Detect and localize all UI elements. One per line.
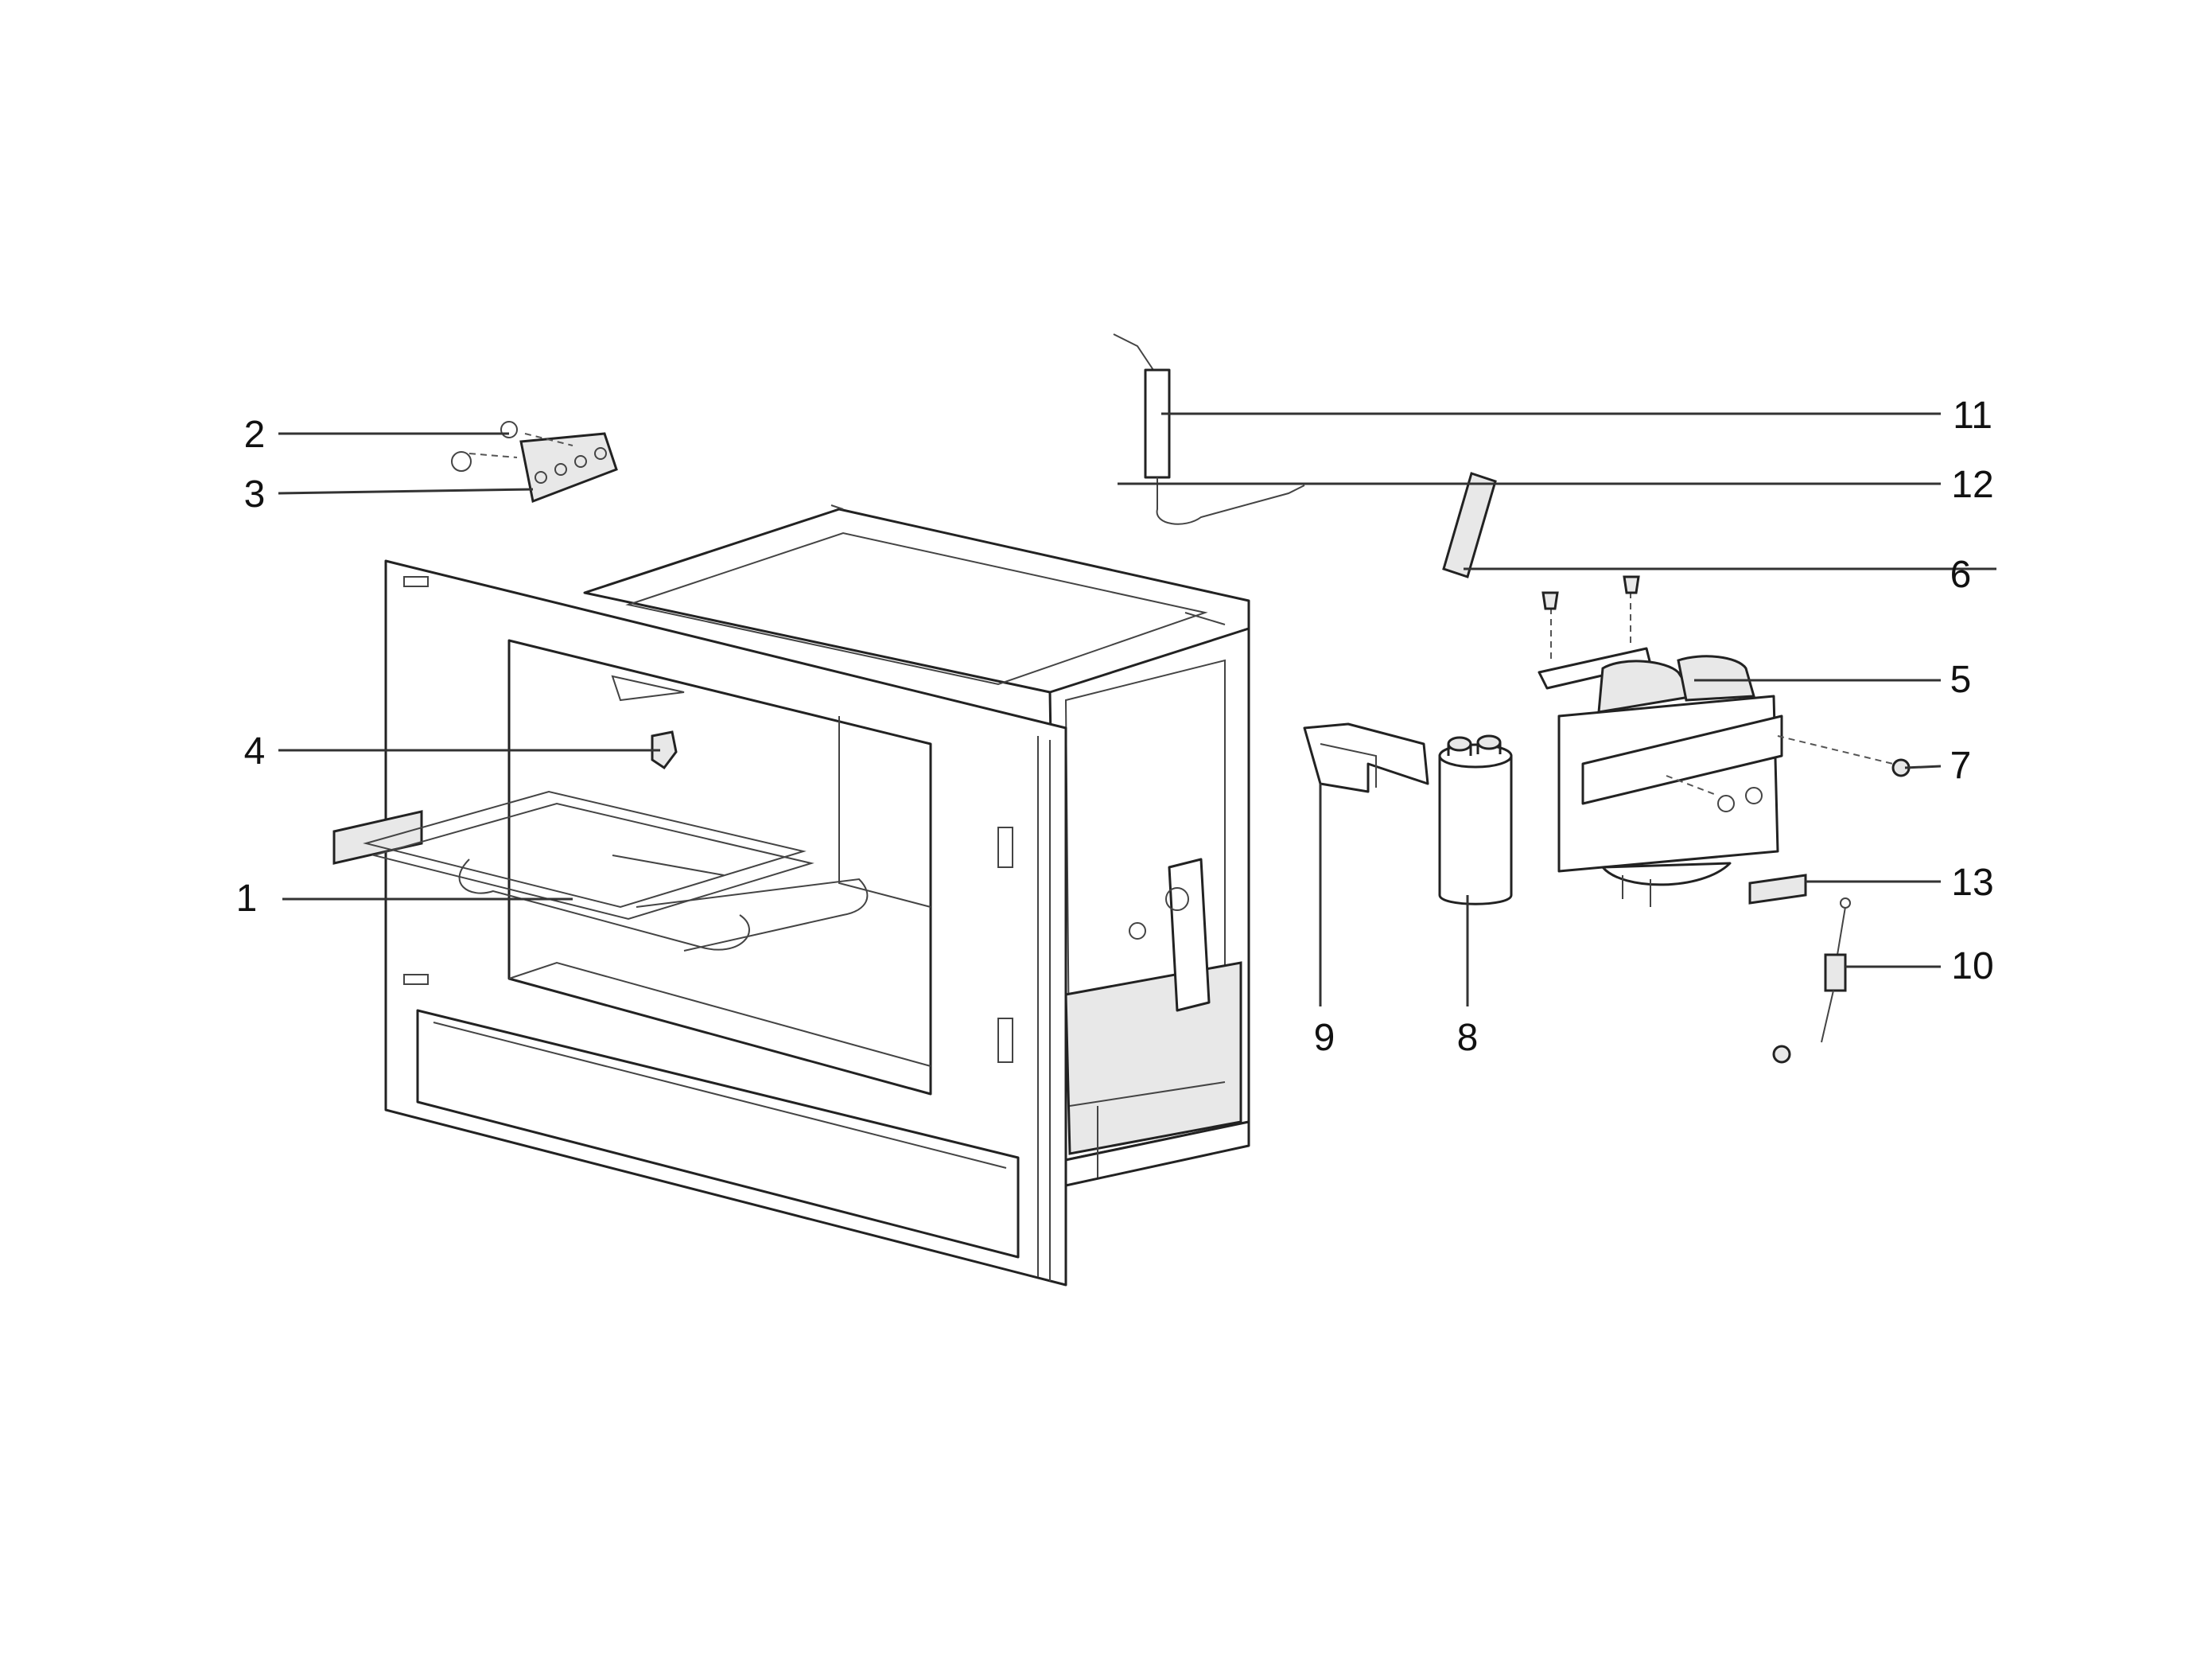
callout-8: 8 <box>1457 1017 1479 1059</box>
callout-10: 10 <box>1951 945 1993 987</box>
grill-heater-part <box>332 790 869 952</box>
callout-7: 7 <box>1950 745 1972 787</box>
callout-3: 3 <box>244 473 266 516</box>
callout-2: 2 <box>244 414 266 456</box>
callout-6: 6 <box>1950 554 1972 596</box>
terminal-block-part <box>451 421 618 504</box>
clip-part <box>651 730 678 770</box>
callout-labels: 1 2 3 4 5 6 7 8 9 10 11 12 13 <box>236 395 1994 1059</box>
magnetron-lead-part <box>1113 333 1305 525</box>
oven-cavity-assembly <box>384 504 1250 1287</box>
leader-lines <box>278 412 1996 1006</box>
callout-1: 1 <box>236 878 258 920</box>
callout-12: 12 <box>1951 464 1993 506</box>
thermal-fuse-part <box>1772 897 1851 1064</box>
transformer-part <box>1538 575 1894 907</box>
capacitor-part <box>1438 734 1513 905</box>
callout-9: 9 <box>1314 1017 1335 1059</box>
callout-13: 13 <box>1951 862 1993 904</box>
diode-part <box>1442 472 1497 578</box>
capacitor-bracket-part <box>1303 722 1429 793</box>
callout-5: 5 <box>1950 659 1972 701</box>
callout-11: 11 <box>1953 395 1992 437</box>
small-block-part <box>1748 874 1807 905</box>
callout-4: 4 <box>244 730 266 773</box>
